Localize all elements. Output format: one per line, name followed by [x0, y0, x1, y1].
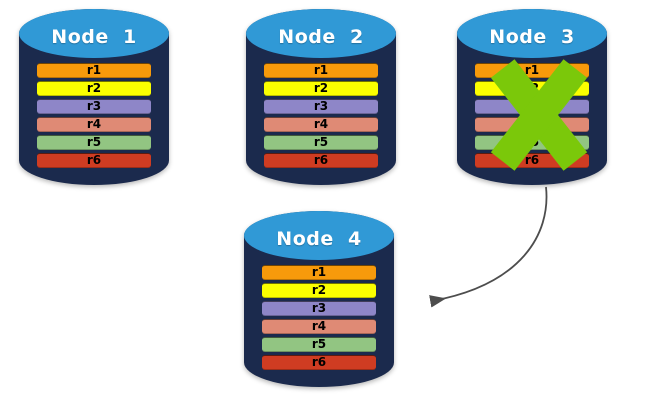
node-2-title: Node 2 — [278, 26, 364, 48]
node-2-row-r2[interactable]: r2 — [264, 81, 378, 96]
node-3-row-r3[interactable]: r3 — [475, 99, 589, 114]
node-2-row-r5[interactable]: r5 — [264, 135, 378, 150]
node-1-row-r4[interactable]: r4 — [37, 117, 151, 132]
node-1-row-r2[interactable]: r2 — [37, 81, 151, 96]
node-3-row-r1[interactable]: r1 — [475, 63, 589, 78]
node-3-rows: r1 r2 r3 r4 r5 r6 — [457, 63, 607, 173]
node-1-row-r1[interactable]: r1 — [37, 63, 151, 78]
node-1-title: Node 1 — [51, 26, 137, 48]
node-2-cylinder-top — [246, 9, 396, 59]
node-1-row-r6[interactable]: r6 — [37, 153, 151, 168]
node-1[interactable]: Node 1 r1 r2 r3 r4 r5 r6 — [19, 9, 169, 185]
node-2-row-r4[interactable]: r4 — [264, 117, 378, 132]
node-4-row-r3[interactable]: r3 — [262, 301, 376, 316]
node-2-row-r3[interactable]: r3 — [264, 99, 378, 114]
node-4[interactable]: Node 4 r1 r2 r3 r4 r5 r6 — [244, 211, 394, 387]
node-4-row-r4[interactable]: r4 — [262, 319, 376, 334]
node-1-rows: r1 r2 r3 r4 r5 r6 — [19, 63, 169, 173]
node-3[interactable]: Node 3 r1 r2 r3 r4 r5 r6 — [457, 9, 607, 185]
node-1-row-r3[interactable]: r3 — [37, 99, 151, 114]
node-2-row-r6[interactable]: r6 — [264, 153, 378, 168]
node-4-row-r2[interactable]: r2 — [262, 283, 376, 298]
node-4-row-r1[interactable]: r1 — [262, 265, 376, 280]
node-3-row-r6[interactable]: r6 — [475, 153, 589, 168]
node-3-row-r2[interactable]: r2 — [475, 81, 589, 96]
node-1-row-r5[interactable]: r5 — [37, 135, 151, 150]
connector-line — [429, 186, 548, 308]
node-3-row-r5[interactable]: r5 — [475, 135, 589, 150]
node-4-row-r5[interactable]: r5 — [262, 337, 376, 352]
node-3-row-r4[interactable]: r4 — [475, 117, 589, 132]
node-1-cylinder-top — [19, 9, 169, 59]
node-2-rows: r1 r2 r3 r4 r5 r6 — [246, 63, 396, 173]
node-4-title: Node 4 — [276, 228, 362, 250]
node-4-row-r6[interactable]: r6 — [262, 355, 376, 370]
node-4-cylinder-top — [244, 211, 394, 261]
node-3-cylinder-top — [457, 9, 607, 59]
node-4-rows: r1 r2 r3 r4 r5 r6 — [244, 265, 394, 375]
node-3-title: Node 3 — [489, 26, 575, 48]
node-2[interactable]: Node 2 r1 r2 r3 r4 r5 r6 — [246, 9, 396, 185]
node-2-row-r1[interactable]: r1 — [264, 63, 378, 78]
